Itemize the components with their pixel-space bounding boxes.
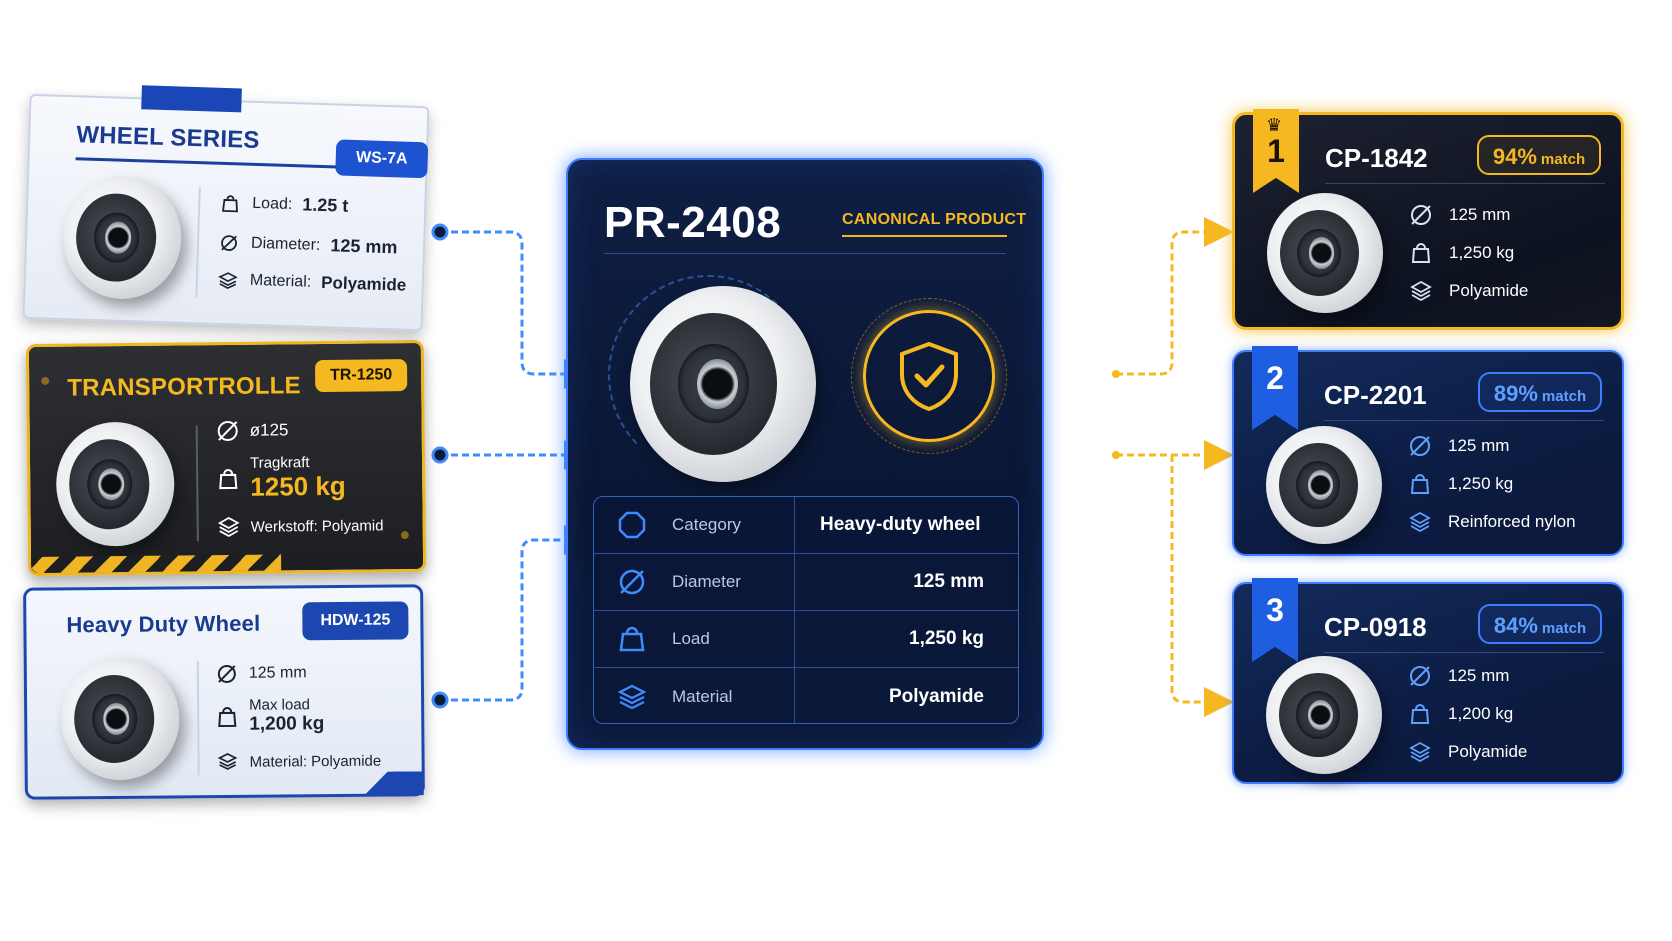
- wheel-image: [1266, 426, 1382, 544]
- rank-badge: 3: [1252, 578, 1298, 662]
- source-badge: WS-7A: [335, 139, 429, 179]
- port-tr: [431, 446, 449, 464]
- spec-material: Polyamide: [1406, 740, 1527, 764]
- diameter-icon: [1407, 203, 1435, 227]
- port-hd: [431, 691, 449, 709]
- layers-icon: [1406, 510, 1434, 534]
- source-title: Heavy Duty Wheel: [66, 610, 261, 638]
- layers-icon: [217, 515, 241, 539]
- canonical-id: PR-2408: [604, 198, 782, 247]
- canonical-product-card[interactable]: PR-2408 CANONICAL PRODUCT Category Heavy…: [566, 158, 1044, 750]
- weight-icon: [1407, 241, 1435, 265]
- candidate-card-2[interactable]: 2 CP-2201 89% match 125 mm 1,250 kg Rein…: [1232, 346, 1624, 556]
- source-badge: HDW-125: [302, 601, 409, 641]
- layers-icon: [1407, 279, 1435, 303]
- layers-icon: [1406, 740, 1434, 764]
- spec-diameter: 125 mm: [1406, 664, 1509, 688]
- spec-load: 1,250 kg: [1407, 241, 1514, 265]
- source-title: WHEEL SERIES: [75, 121, 261, 155]
- match-score: 84% match: [1478, 604, 1602, 644]
- weight-icon: [215, 705, 239, 727]
- weight-icon: [616, 623, 648, 655]
- canonical-spec-table: Category Heavy-duty wheel Diameter 125 m…: [593, 496, 1019, 724]
- diameter-icon: [616, 566, 648, 598]
- source-card-transportrolle[interactable]: TRANSPORTROLLE TR-1250 ø125 Tragkraft 12…: [25, 339, 427, 577]
- octagon-icon: [616, 509, 648, 541]
- wire-cand-1: [1116, 217, 1234, 376]
- wheel-image: [60, 657, 180, 781]
- diameter-icon: [215, 663, 239, 685]
- wheel-image: [61, 174, 184, 301]
- spec-diameter: 125 mm: [1406, 434, 1509, 458]
- source-card-wheel-series[interactable]: WHEEL SERIES WS-7A Load: 1.25 t Diameter…: [22, 85, 430, 332]
- wire-hd: [440, 525, 594, 702]
- spec-row-diameter: Diameter 125 mm: [594, 554, 1018, 611]
- spec-diameter: 125 mm: [1407, 203, 1510, 227]
- canonical-wheel-image: [630, 286, 816, 482]
- spec-material: Werkstoff: Polyamid: [217, 513, 384, 539]
- source-badge: TR-1250: [314, 359, 408, 393]
- spec-load: Load: 1.25 t: [218, 192, 349, 217]
- candidate-id: CP-0918: [1324, 612, 1427, 642]
- candidate-id: CP-2201: [1324, 380, 1427, 410]
- spec-diameter: ø125: [216, 418, 289, 443]
- candidate-id: CP-1842: [1325, 143, 1428, 173]
- diameter-icon: [217, 232, 242, 253]
- source-title: TRANSPORTROLLE: [67, 372, 301, 402]
- layers-icon: [216, 751, 240, 773]
- weight-icon: [218, 192, 243, 213]
- layers-icon: [216, 270, 241, 291]
- spec-material: Material: Polyamide: [216, 750, 382, 773]
- diameter-icon: [216, 419, 240, 443]
- wire-ws: [440, 230, 594, 389]
- wheel-image: [1267, 193, 1383, 313]
- spec-load: Tragkraft 1250 kg: [216, 454, 346, 503]
- weight-icon: [216, 467, 240, 491]
- diameter-icon: [1406, 434, 1434, 458]
- diameter-icon: [1406, 664, 1434, 688]
- spec-diameter: Diameter: 125 mm: [217, 232, 398, 259]
- tape-strip: [141, 85, 242, 113]
- spec-material: Reinforced nylon: [1406, 510, 1576, 534]
- hazard-stripe: [31, 554, 282, 574]
- port-ws: [431, 223, 449, 241]
- spec-row-load: Load 1,250 kg: [594, 611, 1018, 668]
- canonical-tag: CANONICAL PRODUCT: [842, 211, 1027, 228]
- shield-check-icon: [900, 341, 958, 412]
- spec-diameter: 125 mm: [215, 662, 307, 685]
- spec-load: 1,250 kg: [1406, 472, 1513, 496]
- spec-load: Max load 1,200 kg: [215, 696, 324, 736]
- layers-icon: [616, 681, 648, 713]
- wheel-image: [55, 421, 175, 547]
- source-card-heavy-duty-wheel[interactable]: Heavy Duty Wheel HDW-125 125 mm Max load…: [23, 584, 425, 800]
- spec-material: Material: Polyamide: [216, 270, 407, 296]
- match-score: 89% match: [1478, 372, 1602, 412]
- spec-row-material: Material Polyamide: [594, 668, 1018, 723]
- weight-icon: [1406, 702, 1434, 726]
- weight-icon: [1406, 472, 1434, 496]
- match-score: 94% match: [1477, 135, 1601, 175]
- spec-load: 1,200 kg: [1406, 702, 1513, 726]
- candidate-card-3[interactable]: 3 CP-0918 84% match 125 mm 1,200 kg Poly…: [1232, 578, 1624, 784]
- candidate-card-1[interactable]: 1 ♛ CP-1842 94% match 125 mm 1,250 kg Po…: [1232, 109, 1624, 330]
- crown-icon: ♛: [1266, 115, 1283, 135]
- verified-badge: [863, 310, 995, 442]
- wire-cand-3: [1170, 455, 1234, 717]
- spec-material: Polyamide: [1407, 279, 1528, 303]
- spec-row-category: Category Heavy-duty wheel: [594, 497, 1018, 554]
- rank-badge: 2: [1252, 346, 1298, 430]
- wheel-image: [1266, 656, 1382, 774]
